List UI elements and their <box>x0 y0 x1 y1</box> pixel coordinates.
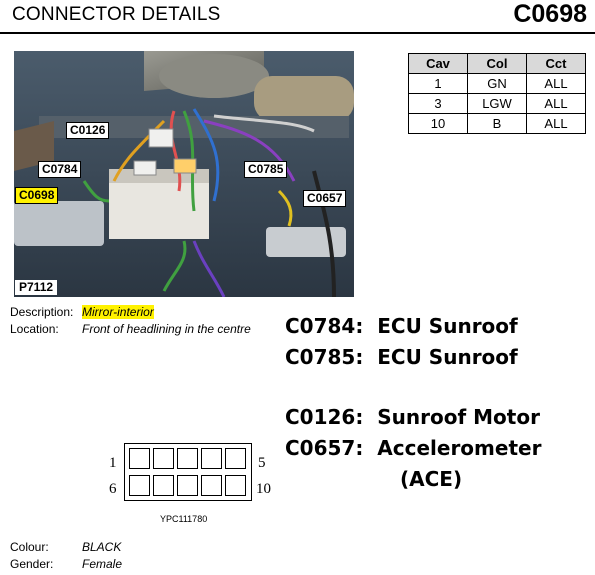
table-cell: LGW <box>467 93 527 114</box>
photo-id-label: P7112 <box>15 280 58 295</box>
table-cell: ALL <box>526 73 586 94</box>
page-title: CONNECTOR DETAILS <box>12 4 221 25</box>
colour-row: Colour: BLACK <box>10 540 121 554</box>
table-cell: ALL <box>526 93 586 114</box>
location-value: Front of headlining in the centre <box>82 322 251 336</box>
cavity <box>153 448 174 469</box>
pin-label-6: 6 <box>109 481 117 497</box>
table-cell: B <box>467 113 527 134</box>
cavity <box>129 448 150 469</box>
description-row: Description: Mirror-interior <box>10 305 154 319</box>
callout-c0657: C0657 <box>303 190 347 207</box>
table-row: 3 LGW ALL <box>408 93 586 114</box>
callout-c0126: C0126 <box>66 122 110 139</box>
pin-label-10: 10 <box>256 481 271 497</box>
connector-face-diagram <box>124 443 252 501</box>
callout-c0785: C0785 <box>244 161 288 178</box>
cavity <box>129 475 150 496</box>
note-c0657: C0657: Accelerometer <box>285 436 542 460</box>
gender-row: Gender: Female <box>10 557 122 571</box>
table-cell: 1 <box>408 73 468 94</box>
table-row: 1 GN ALL <box>408 73 586 94</box>
cavity <box>177 448 198 469</box>
pin-table-header: Cav Col Cct <box>408 53 586 74</box>
callout-c0698: C0698 <box>15 187 59 204</box>
pin-table: Cav Col Cct 1 GN ALL 3 LGW ALL 10 B ALL <box>408 53 586 134</box>
header-rule <box>0 32 595 34</box>
cavity <box>225 448 246 469</box>
table-cell: 10 <box>408 113 468 134</box>
table-cell: ALL <box>526 113 586 134</box>
cavity <box>225 475 246 496</box>
colour-value: BLACK <box>82 540 122 554</box>
table-row: 10 B ALL <box>408 113 586 134</box>
note-c0784: C0784: ECU Sunroof <box>285 314 518 338</box>
note-c0785: C0785: ECU Sunroof <box>285 345 518 369</box>
gender-value: Female <box>82 557 123 571</box>
description-label: Description: <box>10 305 74 319</box>
location-row: Location: Front of headlining in the cent… <box>10 322 251 336</box>
column-header-col: Col <box>467 53 527 74</box>
cavity <box>201 448 222 469</box>
pin-label-1: 1 <box>109 455 117 471</box>
column-header-cav: Cav <box>408 53 468 74</box>
location-label: Location: <box>10 322 59 336</box>
colour-label: Colour: <box>10 540 49 554</box>
part-number: YPC111780 <box>160 514 208 524</box>
connector-photo: C0126 C0784 C0785 C0698 C0657 P7112 <box>14 51 354 297</box>
photo-illustration <box>14 51 354 297</box>
connector-code: C0698 <box>513 0 587 28</box>
cavity <box>153 475 174 496</box>
cavity <box>201 475 222 496</box>
description-value: Mirror-interior <box>82 305 154 319</box>
pin-label-5: 5 <box>258 455 266 471</box>
gender-label: Gender: <box>10 557 54 571</box>
note-ace: (ACE) <box>400 467 463 491</box>
column-header-cct: Cct <box>526 53 586 74</box>
table-cell: 3 <box>408 93 468 114</box>
note-c0126: C0126: Sunroof Motor <box>285 405 540 429</box>
table-cell: GN <box>467 73 527 94</box>
callout-c0784: C0784 <box>38 161 82 178</box>
cavity <box>177 475 198 496</box>
